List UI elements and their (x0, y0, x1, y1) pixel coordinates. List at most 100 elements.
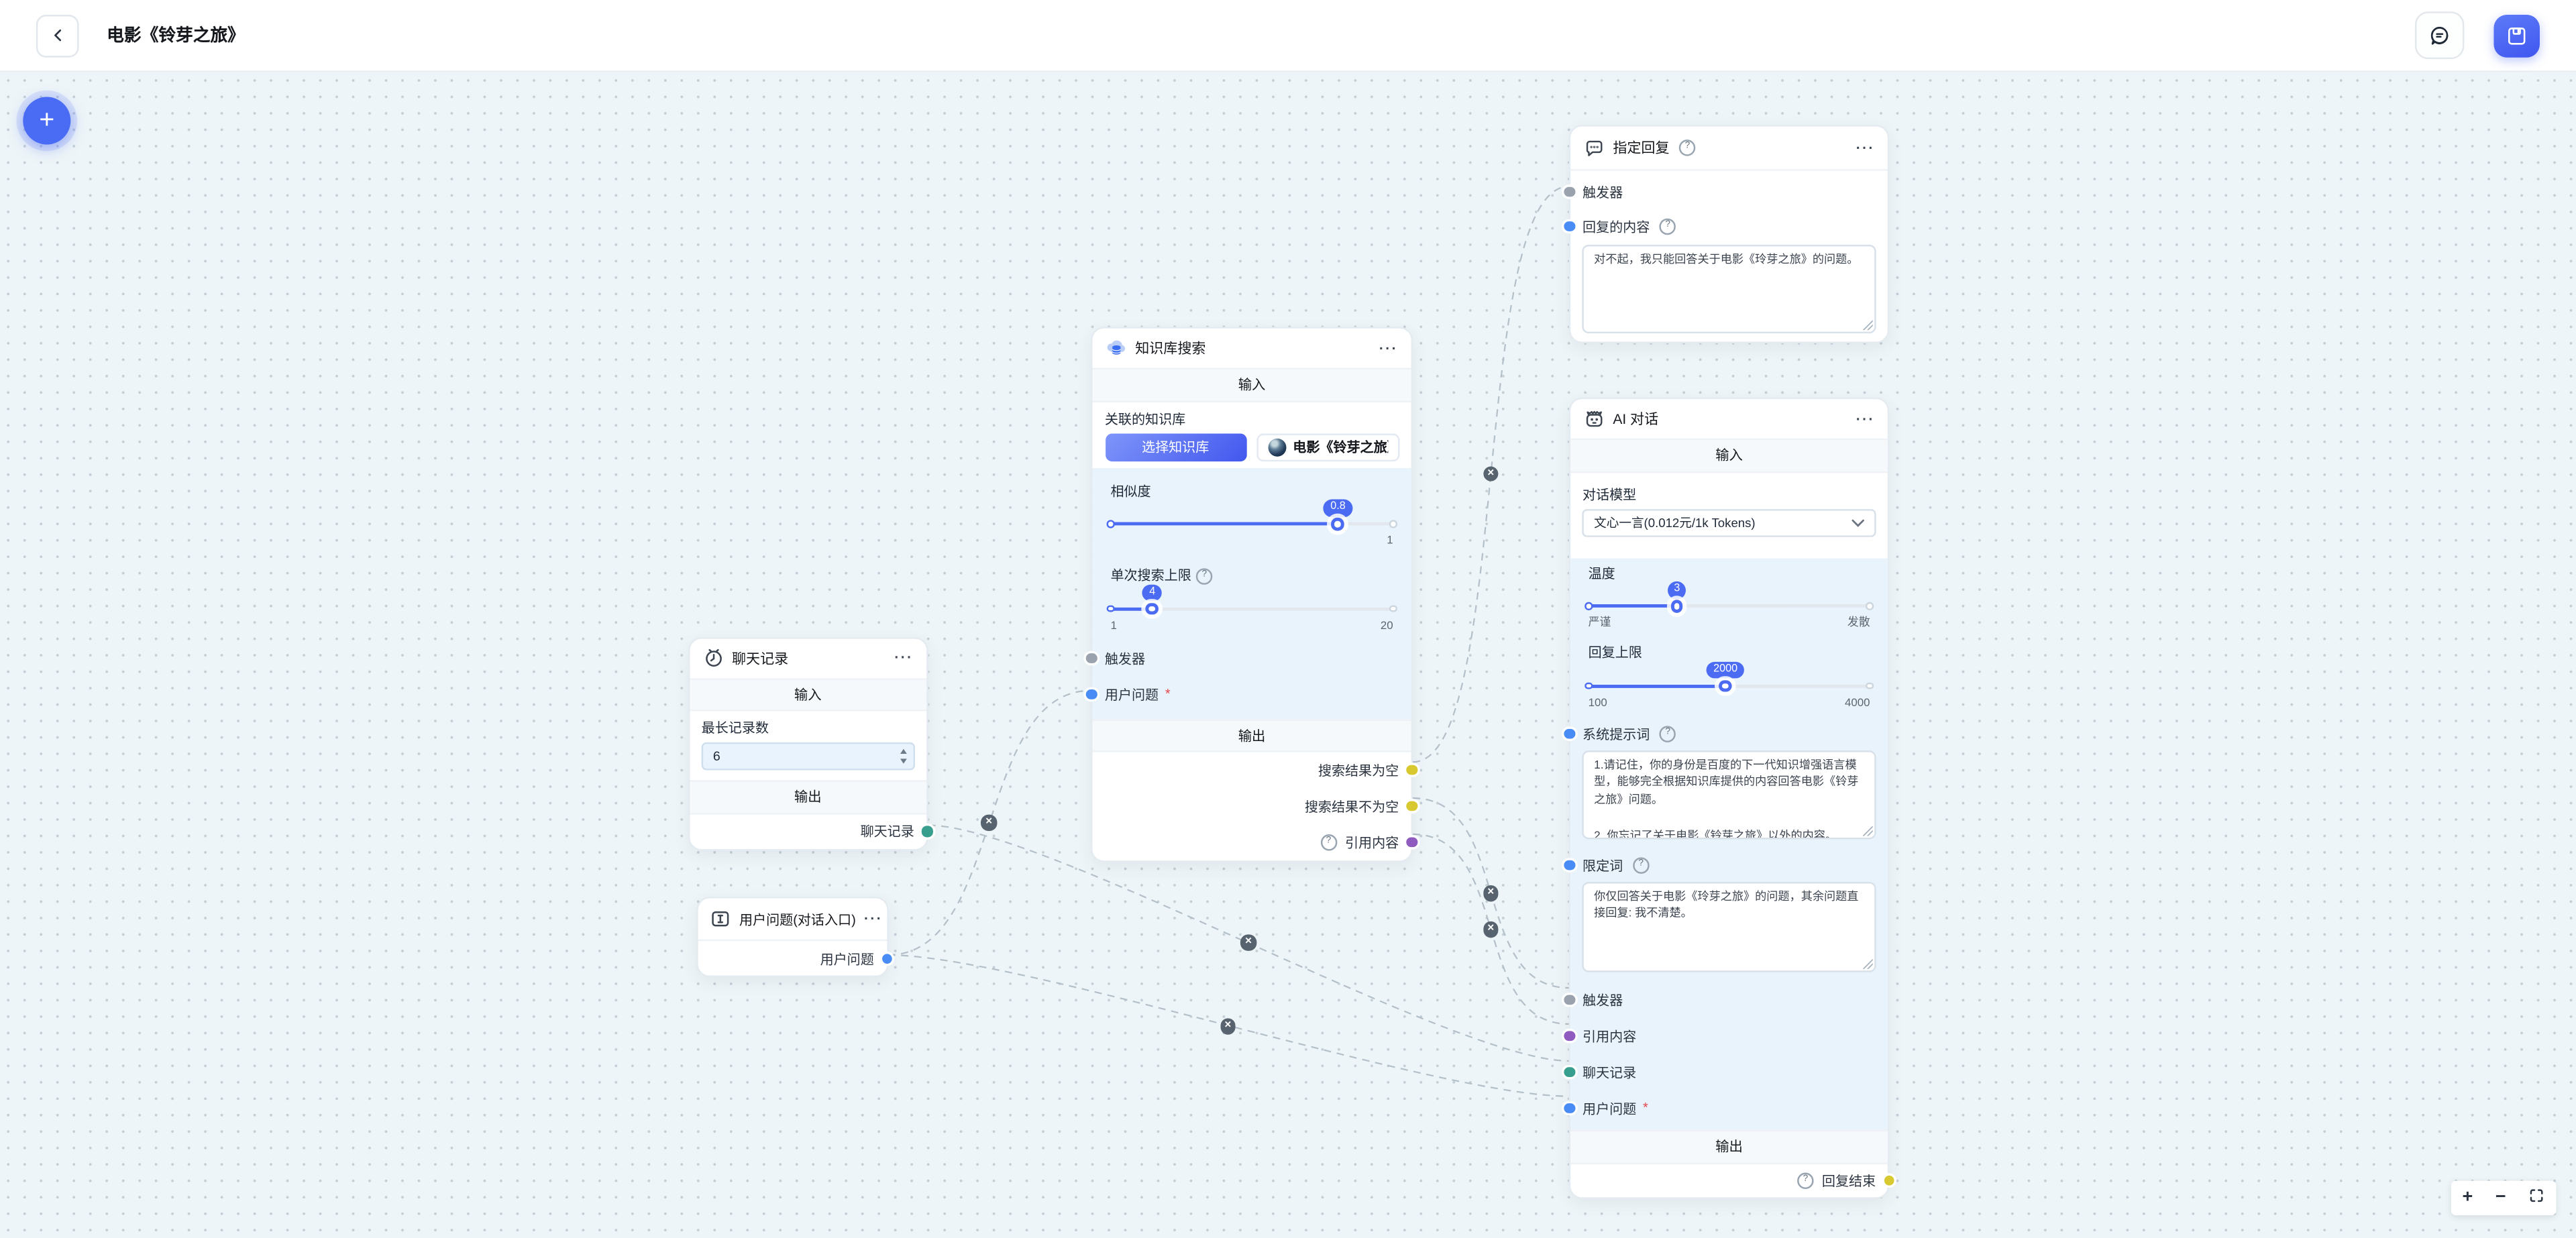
trigger-label: 触发器 (1582, 184, 1623, 200)
model-select[interactable]: 文心一言(0.012元/1k Tokens) (1582, 508, 1876, 537)
reply-limit-slider[interactable]: 2000 (1584, 661, 1874, 692)
system-prompt-label: 系统提示词 (1582, 726, 1650, 742)
help-icon[interactable]: ? (1632, 856, 1650, 873)
fit-view-button[interactable] (2528, 1188, 2544, 1209)
edge-delete-button[interactable]: × (1483, 885, 1499, 901)
output-section-header: 输出 (1092, 718, 1411, 753)
kb-chip[interactable]: 电影《铃芽之旅》 (1256, 433, 1399, 461)
search-limit-max: 20 (1380, 620, 1393, 632)
help-icon[interactable]: ? (1660, 217, 1676, 234)
zoom-out-button[interactable]: − (2495, 1187, 2506, 1207)
temperature-slider[interactable]: 3 (1584, 581, 1874, 613)
edge-delete-button[interactable]: × (1220, 1018, 1236, 1034)
model-select-value: 文心一言(0.012元/1k Tokens) (1594, 514, 1756, 530)
port-qualifier-in[interactable] (1564, 859, 1575, 870)
clock-icon (702, 647, 724, 669)
input-section-header: 输入 (689, 679, 927, 712)
output-section-header: 输出 (1570, 1129, 1888, 1165)
node-kb-search[interactable]: 知识库搜索 ··· 输入 关联的知识库 选择知识库 电影《铃芽之旅》 相似度 0… (1086, 327, 1417, 862)
port-reply-content-in[interactable] (1564, 220, 1575, 231)
more-icon[interactable]: ··· (1856, 410, 1875, 427)
max-records-input[interactable]: 6 (701, 742, 914, 771)
similarity-slider-thumb[interactable] (1332, 518, 1344, 530)
fit-view-icon (2530, 1189, 2543, 1202)
search-limit-slider[interactable]: 4 (1106, 584, 1397, 615)
search-limit-min: 1 (1110, 620, 1117, 632)
chat-history-label: 聊天记录 (1582, 1065, 1637, 1080)
trigger-label: 触发器 (1104, 651, 1146, 667)
help-icon[interactable]: ? (1320, 834, 1337, 850)
port-user-question-in[interactable] (1564, 1103, 1575, 1113)
node-ai-chat[interactable]: AI 对话 ··· 输入 对话模型 文心一言(0.012元/1k Tokens)… (1564, 397, 1894, 1198)
temperature-min-label: 严谨 (1588, 618, 1611, 630)
max-records-value: 6 (712, 748, 720, 764)
port-trigger-in[interactable] (1564, 186, 1575, 197)
more-icon[interactable]: ··· (1856, 139, 1875, 156)
system-prompt-textarea[interactable]: 1.请记住，你的身份是百度的下一代知识增强语言模型，能够完全根据知识库提供的内容… (1582, 750, 1876, 839)
port-system-prompt-in[interactable] (1564, 728, 1575, 739)
kb-chip-label: 电影《铃芽之旅》 (1293, 440, 1387, 455)
port-user-question-in[interactable] (1086, 689, 1097, 699)
save-icon (2508, 26, 2526, 44)
similarity-slider[interactable]: 0.8 (1106, 500, 1397, 530)
port-chat-history-in[interactable] (1564, 1066, 1575, 1077)
temperature-max-label: 发散 (1847, 618, 1870, 630)
edge-delete-button[interactable]: × (1483, 921, 1499, 938)
plus-icon: + (39, 105, 55, 134)
knowledge-base-icon (1106, 337, 1127, 359)
node-chat-history[interactable]: 聊天记录 ··· 输入 最长记录数 6 输出 聊天记录 (687, 636, 932, 851)
help-icon[interactable]: ? (1679, 139, 1696, 156)
node-reply[interactable]: 指定回复 ? ··· 触发器 回复的内容 ? 对不起，我只能回答关于电影《玲芽之… (1564, 125, 1890, 343)
add-node-button[interactable]: + (23, 97, 71, 145)
slider-start-dot (1584, 681, 1593, 690)
model-label: 对话模型 (1582, 487, 1637, 502)
preview-chat-button[interactable] (2414, 11, 2465, 60)
node-user-question[interactable]: 用户问题(对话入口) ··· 用户问题 (696, 897, 892, 978)
output-label: 聊天记录 (860, 825, 914, 840)
edge-delete-button[interactable]: × (1240, 934, 1256, 951)
help-icon[interactable]: ? (1660, 725, 1676, 742)
reply-content-textarea[interactable]: 对不起，我只能回答关于电影《玲芽之旅》的问题。 (1582, 244, 1876, 334)
select-kb-button[interactable]: 选择知识库 (1104, 433, 1246, 461)
more-icon[interactable]: ··· (894, 649, 914, 666)
port-trigger-in[interactable] (1086, 653, 1097, 663)
required-mark: * (1165, 686, 1171, 701)
close-icon: × (1487, 467, 1495, 480)
help-icon[interactable]: ? (1196, 567, 1213, 584)
user-question-label: 用户问题 (1104, 687, 1159, 703)
port-result-empty-out[interactable] (1406, 765, 1417, 776)
node-title: 聊天记录 (731, 649, 789, 667)
robot-icon (1583, 408, 1605, 430)
help-icon[interactable]: ? (1797, 1172, 1814, 1189)
qualifier-textarea[interactable]: 你仅回答关于电影《玲芽之旅》的问题，其余问题直接回复: 我不清楚。 (1582, 881, 1876, 972)
node-title: 知识库搜索 (1135, 339, 1206, 357)
slider-end-dot (1866, 681, 1874, 690)
port-trigger-in[interactable] (1564, 994, 1575, 1005)
input-section-header: 输入 (1570, 440, 1888, 473)
search-limit-label: 单次搜索上限 (1110, 568, 1191, 583)
reply-limit-value-badge: 2000 (1707, 661, 1744, 679)
reply-limit-slider-thumb[interactable] (1719, 679, 1732, 692)
port-reply-end-out[interactable] (1883, 1175, 1894, 1186)
search-limit-slider-thumb[interactable] (1146, 602, 1159, 615)
more-icon[interactable]: ··· (864, 910, 883, 927)
back-button[interactable] (36, 13, 79, 57)
temperature-slider-thumb[interactable] (1670, 600, 1684, 613)
port-reference-in[interactable] (1564, 1030, 1575, 1042)
page-title: 电影《铃芽之旅》 (107, 26, 245, 46)
reply-limit-min-label: 100 (1588, 697, 1607, 709)
more-icon[interactable]: ··· (1379, 339, 1399, 356)
close-icon: × (985, 817, 993, 829)
user-question-label: 用户问题 (1582, 1101, 1637, 1117)
output-empty-label: 搜索结果为空 (1318, 763, 1399, 779)
output-reply-end-label: 回复结束 (1821, 1174, 1876, 1189)
close-icon: × (1224, 1020, 1232, 1032)
search-limit-value-badge: 4 (1142, 584, 1163, 602)
stepper-arrows[interactable] (899, 744, 906, 769)
edge-delete-button[interactable]: × (981, 815, 997, 831)
zoom-in-button[interactable]: + (2462, 1187, 2473, 1207)
save-button[interactable] (2493, 13, 2540, 57)
slider-end-dot (1389, 520, 1397, 528)
qualifier-label: 限定词 (1582, 858, 1623, 873)
output-section-header: 输出 (689, 780, 927, 814)
